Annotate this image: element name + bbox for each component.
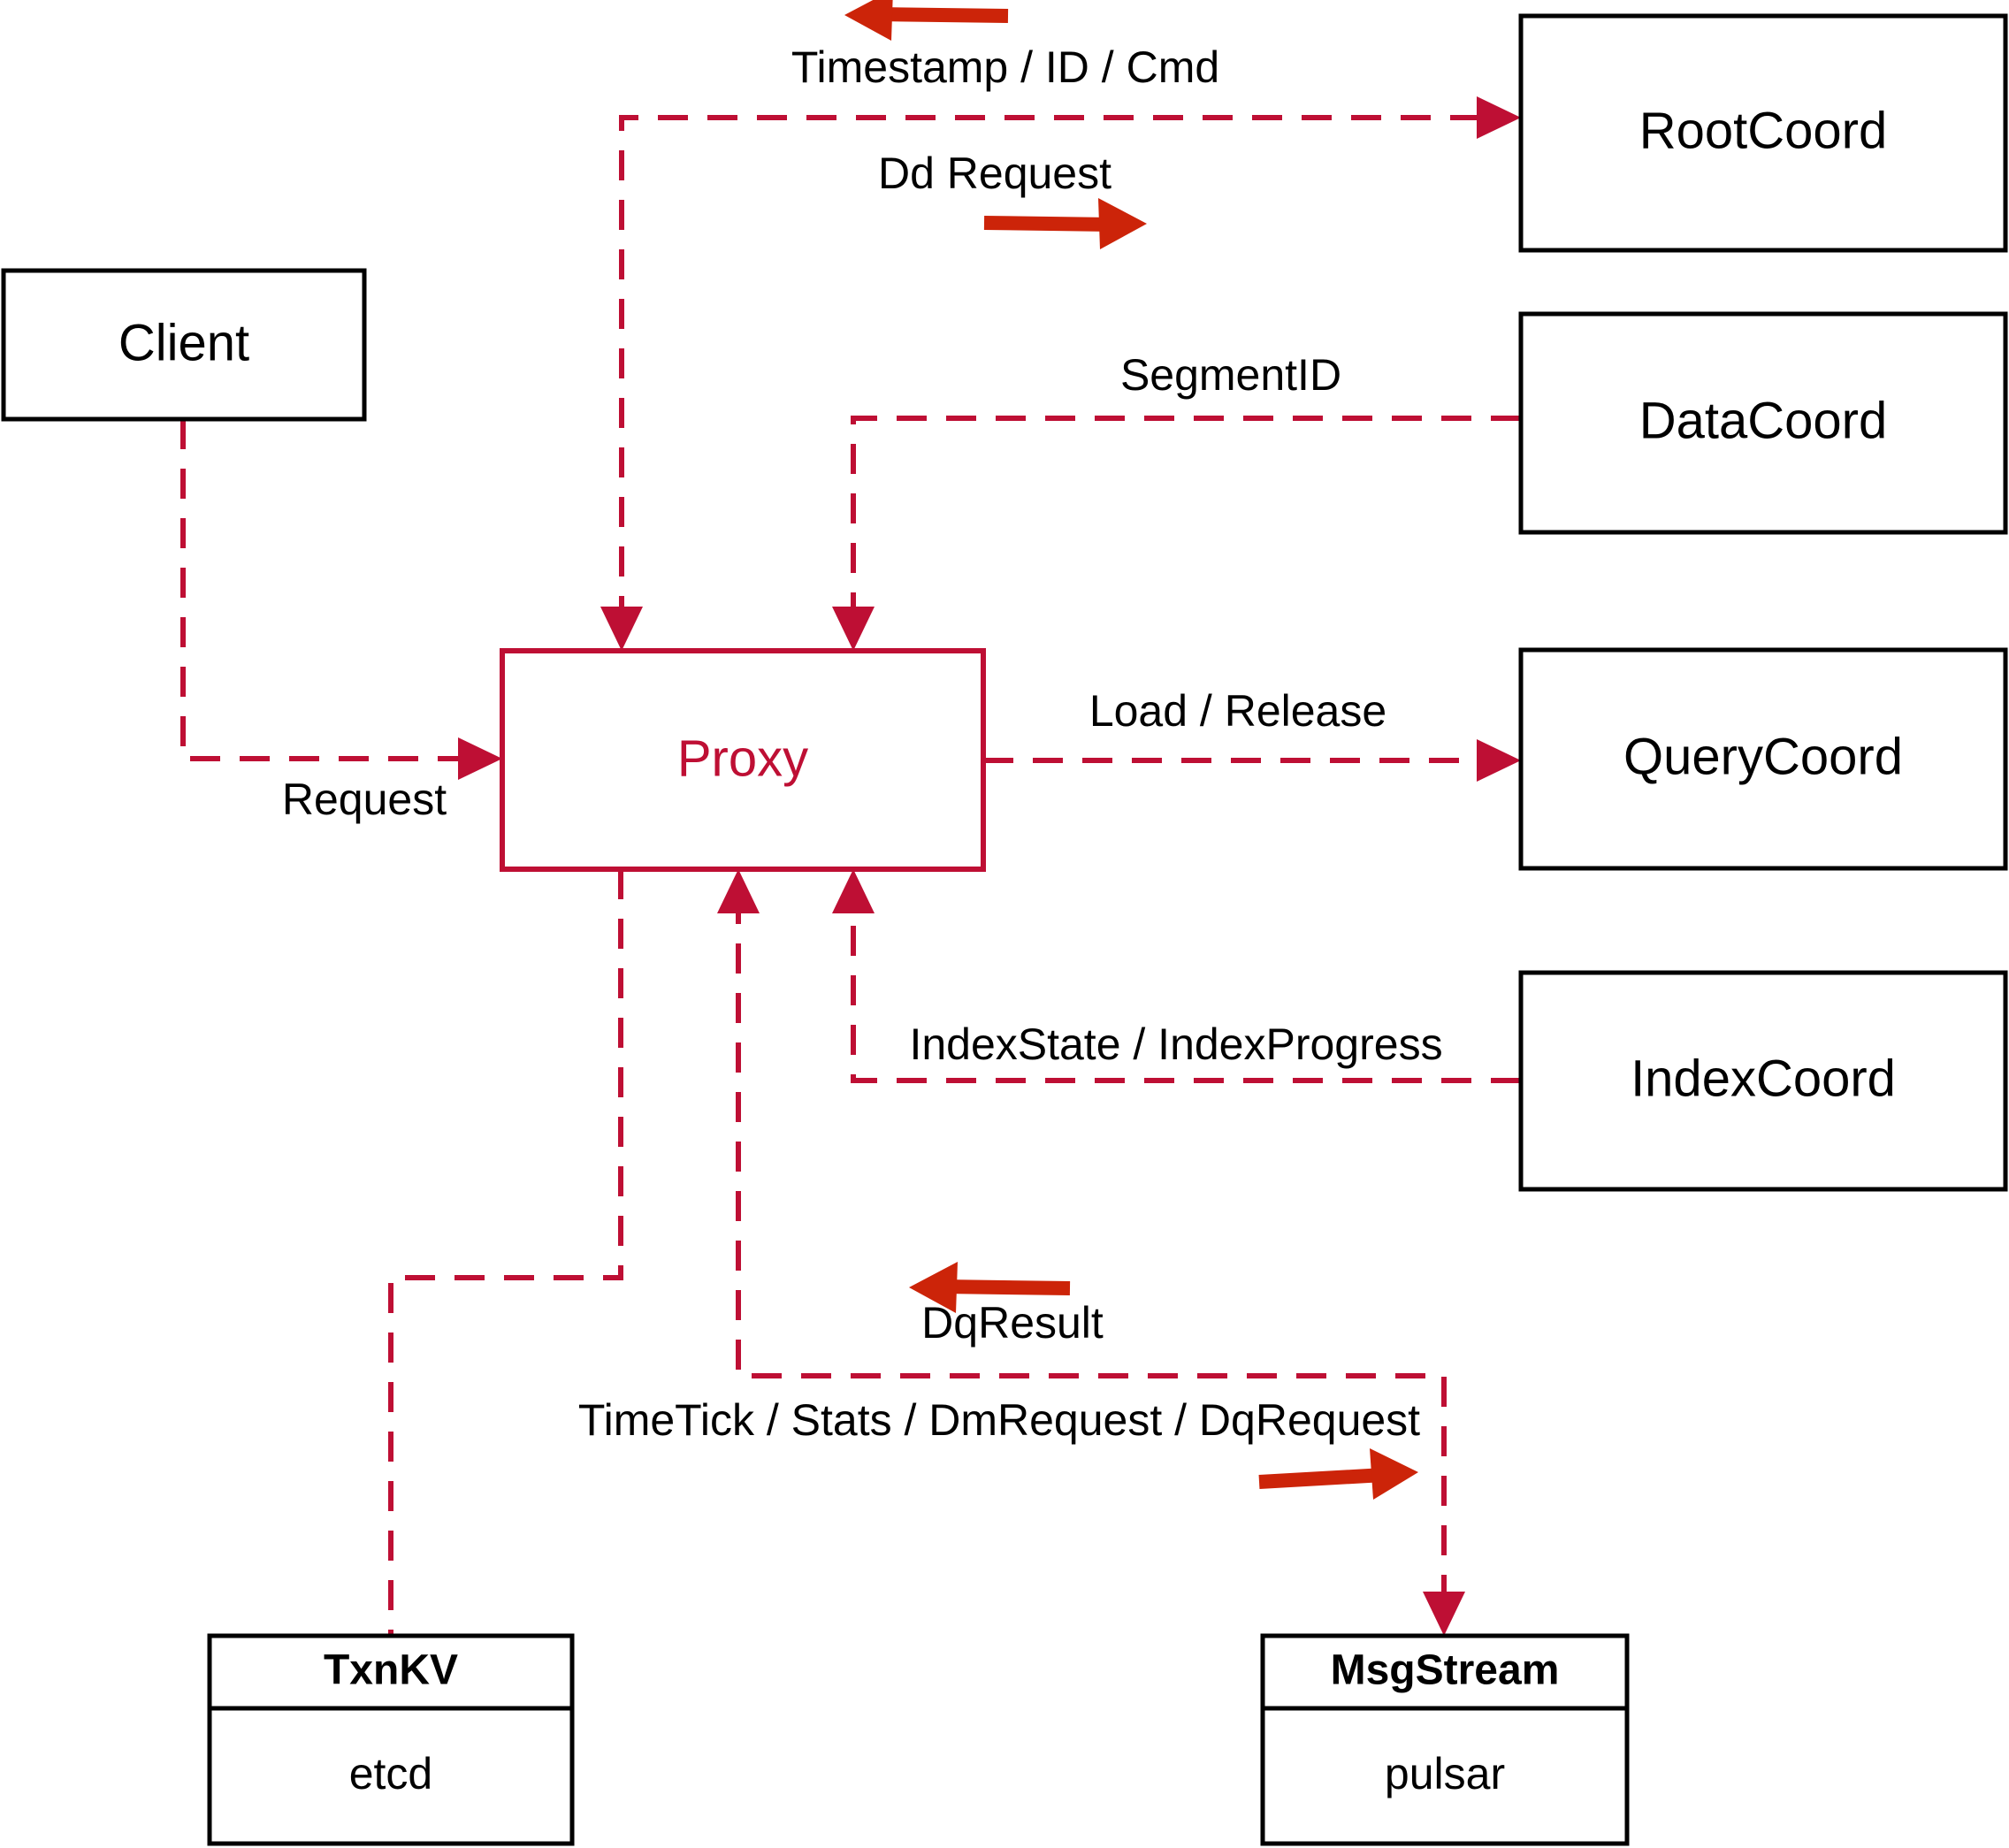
node-querycoord[interactable]: QueryCoord <box>1518 647 2008 871</box>
edge-datacoord-arrowhead <box>832 607 875 651</box>
edge-indexcoord-link <box>832 869 1521 1083</box>
edge-rootcoord-arrowhead <box>1477 96 1521 139</box>
node-indexcoord-label: IndexCoord <box>1631 1050 1896 1107</box>
edge-indexcoord-line <box>851 894 1521 1083</box>
node-proxy-label: Proxy <box>677 729 808 787</box>
direction-arrow-timestamp-body <box>876 7 1009 23</box>
node-indexcoord[interactable]: IndexCoord <box>1518 970 2008 1192</box>
node-rootcoord-box <box>1518 13 2008 253</box>
direction-arrow-timestamp <box>844 0 1009 41</box>
node-txnkv-body: etcd <box>349 1749 433 1798</box>
direction-arrow-dd-request <box>983 198 1147 249</box>
edge-dqresult-arrowhead <box>717 869 760 913</box>
node-proxy-box <box>500 648 986 872</box>
node-txnkv-header: TxnKV <box>324 1647 458 1694</box>
edge-label-dd-request: Dd Request <box>878 149 1111 198</box>
node-datacoord-label: DataCoord <box>1639 392 1887 449</box>
edge-label-timestamp-id-cmd: Timestamp / ID / Cmd <box>791 42 1219 92</box>
edge-label-segment-id: SegmentID <box>1120 350 1341 400</box>
node-msgstream[interactable]: MsgStream pulsar <box>1260 1633 1630 1846</box>
edge-msgstream-link <box>717 869 1465 1636</box>
edge-request-line <box>180 419 477 761</box>
edge-indexcoord-arrowhead <box>832 869 875 913</box>
edge-label-index-state-progress: IndexState / IndexProgress <box>909 1019 1442 1069</box>
node-client[interactable]: Client <box>1 268 367 422</box>
edge-rootcoord-link <box>600 96 1521 651</box>
node-querycoord-label: QueryCoord <box>1623 728 1903 785</box>
node-rootcoord-label: RootCoord <box>1639 102 1887 159</box>
node-msgstream-box <box>1260 1633 1630 1846</box>
direction-arrow-dqresult <box>909 1262 1071 1313</box>
node-datacoord-box <box>1518 311 2008 535</box>
node-client-box <box>1 268 367 422</box>
node-rootcoord[interactable]: RootCoord <box>1518 13 2008 253</box>
edge-msgstream-line <box>736 894 1447 1611</box>
node-txnkv-box <box>207 1633 575 1846</box>
edge-datacoord-line <box>851 416 1521 626</box>
direction-arrow-timetick-body <box>1258 1468 1385 1489</box>
edge-txnkv-link <box>388 869 623 1636</box>
edge-request <box>180 419 502 780</box>
direction-arrow-timetick-head <box>1370 1448 1418 1500</box>
edge-label-dqresult: DqResult <box>921 1298 1104 1348</box>
direction-arrow-timestamp-head <box>844 0 893 41</box>
edge-rootcoord-line <box>619 115 1496 626</box>
node-datacoord[interactable]: DataCoord <box>1518 311 2008 535</box>
edge-request-arrowhead <box>458 737 502 780</box>
direction-arrow-timetick <box>1258 1448 1418 1500</box>
node-indexcoord-box <box>1518 970 2008 1192</box>
node-querycoord-box <box>1518 647 2008 871</box>
edge-querycoord-arrowhead <box>1477 739 1521 782</box>
node-proxy[interactable]: Proxy <box>500 648 986 872</box>
edge-label-timetick-stats-dm-dq: TimeTick / Stats / DmRequest / DqRequest <box>578 1395 1420 1445</box>
edge-label-load-release: Load / Release <box>1089 686 1386 736</box>
direction-arrow-dd-request-body <box>983 216 1113 232</box>
edge-msgstream-arrowhead <box>1423 1592 1465 1636</box>
edge-datacoord-link <box>832 416 1521 651</box>
node-msgstream-header: MsgStream <box>1331 1647 1560 1694</box>
edge-txnkv-line <box>388 869 623 1636</box>
edge-label-request: Request <box>282 775 447 824</box>
direction-arrow-dqresult-body <box>942 1279 1071 1295</box>
node-client-label: Client <box>118 314 249 371</box>
direction-arrow-dqresult-head <box>909 1262 958 1313</box>
edge-rootcoord-down-arrowhead <box>600 607 643 651</box>
node-txnkv[interactable]: TxnKV etcd <box>207 1633 575 1846</box>
node-msgstream-body: pulsar <box>1385 1749 1505 1798</box>
edge-querycoord-link <box>983 739 1521 782</box>
direction-arrow-dd-request-head <box>1098 198 1147 249</box>
